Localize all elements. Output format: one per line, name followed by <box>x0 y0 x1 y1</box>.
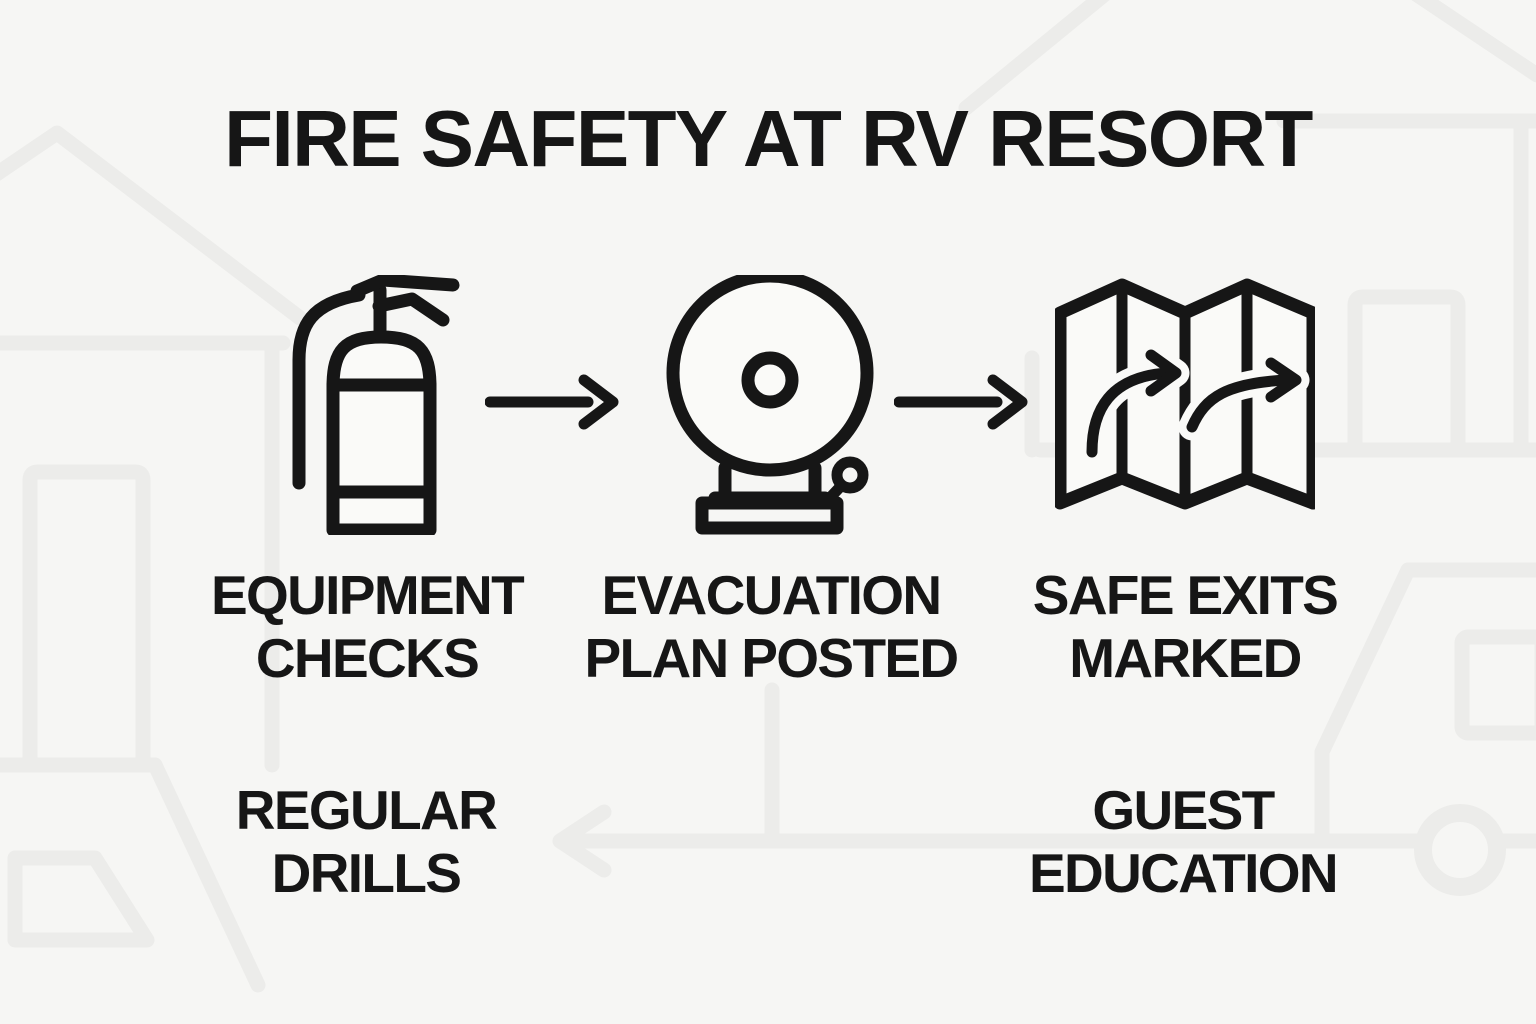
camper-outline-bottom-left <box>147 757 266 993</box>
flow-arrow-icon <box>894 374 1028 430</box>
extra-label-line: REGULAR <box>235 779 498 841</box>
step-label-safe-exits-marked: SAFE EXITS MARKED <box>965 564 1405 690</box>
step-label-equipment-checks: EQUIPMENT CHECKS <box>147 564 587 690</box>
fire-extinguisher-icon <box>292 275 460 535</box>
page-title: FIRE SAFETY AT RV RESORT <box>224 94 1313 183</box>
extra-label-line: EDUCATION <box>1028 842 1339 904</box>
step-label-line: CHECKS <box>255 627 480 689</box>
extra-label-line: DRILLS <box>271 842 462 904</box>
extra-label-regular-drills: REGULAR DRILLS <box>146 779 586 905</box>
alarm-bell-icon <box>666 275 874 535</box>
extra-label-line: GUEST <box>1092 779 1275 841</box>
extra-label-guest-education: GUEST EDUCATION <box>963 779 1403 905</box>
step-label-line: SAFE EXITS <box>1032 564 1339 626</box>
house-outline-left <box>0 125 308 326</box>
step-label-line: MARKED <box>1069 627 1302 689</box>
step-label-line: EQUIPMENT <box>210 564 525 626</box>
step-label-evacuation-plan-posted: EVACUATION PLAN POSTED <box>551 564 991 690</box>
step-label-line: PLAN POSTED <box>584 627 960 689</box>
house-outline-top-right <box>958 0 1110 116</box>
folded-map-icon <box>1055 278 1315 510</box>
flow-arrow-icon <box>485 374 619 430</box>
step-label-line: EVACUATION <box>601 564 943 626</box>
